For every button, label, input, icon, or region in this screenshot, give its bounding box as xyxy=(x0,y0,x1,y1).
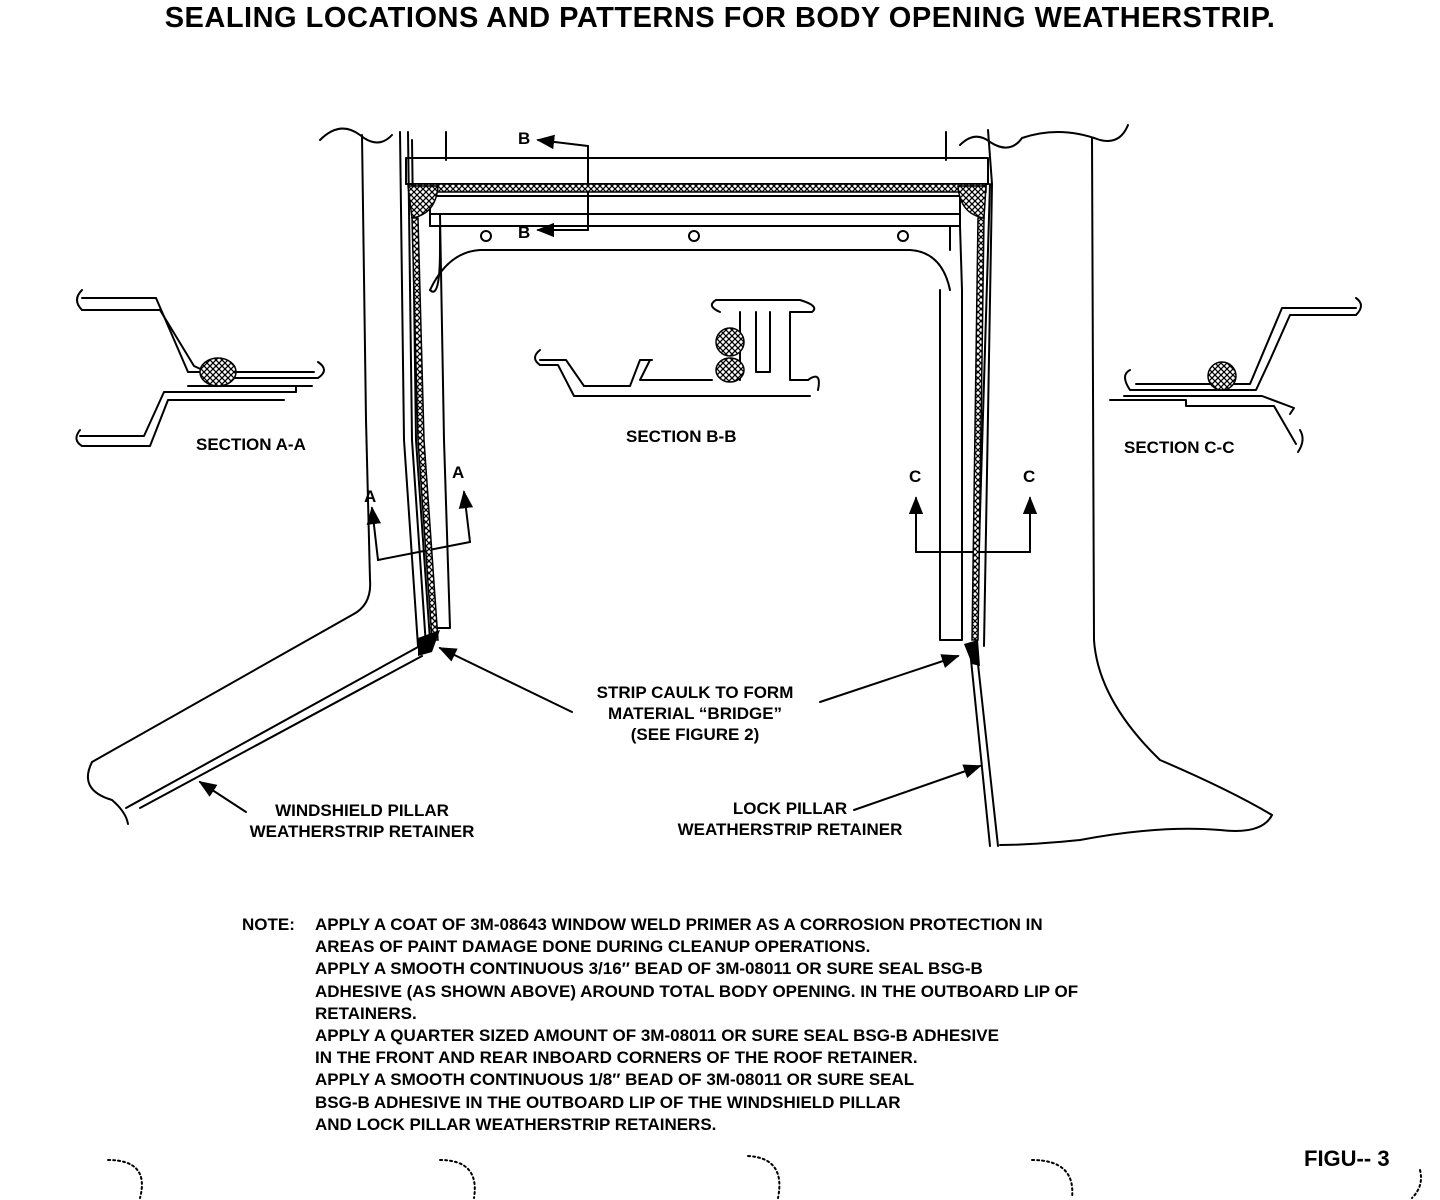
caulk-bridge-left xyxy=(418,630,440,656)
caulk-bridge-right xyxy=(964,640,980,666)
binding-mark xyxy=(439,1159,476,1199)
section-c-label: SECTION C-C xyxy=(1124,438,1235,457)
page-title: SEALING LOCATIONS AND PATTERNS FOR BODY … xyxy=(164,2,1276,34)
lock-callout: LOCK PILLAR WEATHERSTRIP RETAINER xyxy=(650,798,930,840)
section-b-bead-upper xyxy=(715,327,745,357)
binding-mark xyxy=(1411,1169,1422,1199)
section-b-bead-lower xyxy=(715,357,745,383)
section-a-a xyxy=(75,289,325,447)
note-line: AND LOCK PILLAR WEATHERSTRIP RETAINERS. xyxy=(315,1114,717,1134)
marker-b-top: B xyxy=(518,129,531,148)
note-line: ADHESIVE (AS SHOWN ABOVE) AROUND TOTAL B… xyxy=(315,981,1079,1001)
roof-retainer xyxy=(405,131,989,293)
binding-mark xyxy=(107,1159,143,1199)
caulk-callout-line: STRIP CAULK TO FORM xyxy=(596,683,794,702)
roof-sealant-bead xyxy=(411,183,987,193)
cut-line-a xyxy=(366,490,474,561)
section-c-c xyxy=(1109,297,1362,453)
marker-a-left: A xyxy=(364,487,377,506)
marker-b-bottom: B xyxy=(518,223,531,242)
note-body: APPLY A COAT OF 3M-08643 WINDOW WELD PRI… xyxy=(315,914,1215,1136)
binding-mark xyxy=(747,1155,781,1199)
note-line: AREAS OF PAINT DAMAGE DONE DURING CLEANU… xyxy=(315,937,871,957)
note-label: NOTE: xyxy=(242,915,295,934)
section-c-bead xyxy=(1207,361,1237,391)
rear-corner-seal xyxy=(957,185,987,219)
figure-label: FIGU‐‐ 3 xyxy=(1304,1146,1390,1171)
lock-callout-line: WEATHERSTRIP RETAINER xyxy=(677,820,903,839)
marker-a-right: A xyxy=(452,463,465,482)
lock-pillar-bead xyxy=(971,217,985,641)
note-line: APPLY A SMOOTH CONTINUOUS 1/8″ BEAD OF 3… xyxy=(315,1070,915,1090)
note-line: RETAINERS. xyxy=(315,1003,417,1023)
windshield-callout-line: WINDSHIELD PILLAR xyxy=(275,801,449,820)
caulk-leader-right xyxy=(819,654,960,703)
sealant-beads xyxy=(199,183,1237,641)
windshield-pillar-bead xyxy=(411,217,439,641)
section-a-bead xyxy=(199,357,237,387)
windshield-pillar xyxy=(87,127,451,825)
note-line: APPLY A QUARTER SIZED AMOUNT OF 3M-08011… xyxy=(315,1026,999,1046)
windshield-leader xyxy=(198,781,247,813)
section-b-b xyxy=(534,299,820,397)
marker-c-left: C xyxy=(909,467,922,486)
caulk-callout-line: MATERIAL “BRIDGE” xyxy=(607,704,783,723)
note-line: BSG-B ADHESIVE IN THE OUTBOARD LIP OF TH… xyxy=(315,1092,901,1112)
section-a-label: SECTION A-A xyxy=(196,435,306,454)
section-b-label: SECTION B-B xyxy=(626,427,737,446)
note-line: APPLY A COAT OF 3M-08643 WINDOW WELD PRI… xyxy=(315,915,1043,934)
lock-leader xyxy=(853,764,982,811)
lock-callout-line: LOCK PILLAR xyxy=(732,799,848,818)
note-line: IN THE FRONT AND REAR INBOARD CORNERS OF… xyxy=(315,1048,918,1068)
marker-c-right: C xyxy=(1023,467,1036,486)
binding-mark xyxy=(1031,1159,1074,1199)
caulk-leader-left xyxy=(438,647,573,713)
windshield-callout: WINDSHIELD PILLAR WEATHERSTRIP RETAINER xyxy=(222,800,502,842)
note-line: APPLY A SMOOTH CONTINUOUS 3/16″ BEAD OF … xyxy=(315,959,983,979)
caulk-callout-line: (SEE FIGURE 2) xyxy=(630,725,760,744)
windshield-callout-line: WEATHERSTRIP RETAINER xyxy=(249,822,475,841)
caulk-callout: STRIP CAULK TO FORM MATERIAL “BRIDGE” (S… xyxy=(560,682,830,745)
lock-pillar xyxy=(939,124,1273,847)
